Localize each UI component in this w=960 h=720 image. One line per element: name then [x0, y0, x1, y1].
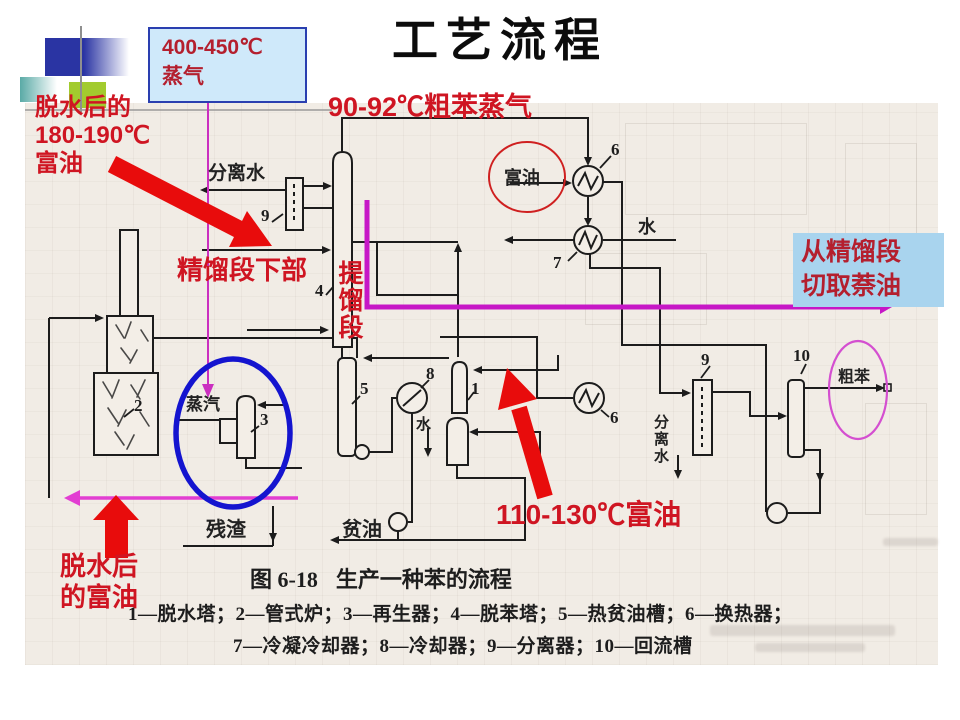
reflux-drum-10: [787, 379, 805, 458]
note-bottomleft-line2: 的富油: [60, 582, 139, 612]
note-topleft-line3: 富油: [35, 150, 83, 177]
equip-number-8: 8: [426, 364, 435, 383]
dehydration-tower-1-upper: [451, 360, 468, 414]
note-topleft-line2: 180-190℃: [35, 122, 151, 149]
red-arrow-110-130-head: [498, 368, 537, 410]
equip-number-6-mid: 6: [610, 408, 619, 427]
ghost-mark: [625, 123, 807, 215]
lean-oil-pump: [388, 512, 408, 532]
decoration-blue-square: [45, 38, 129, 76]
label-residue: 残渣: [206, 519, 246, 541]
label-rich-oil-circled: 富油: [504, 168, 540, 188]
debenzolization-tower-4: [332, 150, 353, 348]
red-arrow-110-130: [511, 405, 553, 500]
ghost-mark: [585, 253, 707, 325]
steam-callout-line1: 400-450℃: [162, 36, 263, 59]
naph-box-line2: 切取萘油: [801, 272, 902, 300]
label-water-mid: 水: [416, 417, 432, 433]
equipment: [93, 150, 807, 532]
equip-number-5: 5: [360, 379, 369, 398]
bleed-through-mark: [710, 625, 895, 636]
note-topleft-line1: 脱水后的: [35, 94, 131, 121]
figure-title: 生产一种苯的流程: [335, 567, 512, 592]
equip-number-1: 1: [471, 379, 480, 398]
note-bottomleft-line1: 脱水后: [60, 551, 139, 581]
steam-pointer-arrowhead: [202, 384, 214, 398]
decoration-vertical-line: [80, 26, 82, 112]
highlight-overlays: [64, 97, 892, 558]
regenerator-side-box: [219, 418, 238, 444]
red-arrow-bottom-stem: [105, 516, 128, 558]
label-separated-water-top: 分离水: [208, 163, 266, 184]
label-steam-small: 蒸汽: [186, 395, 220, 414]
equip-number-3: 3: [260, 410, 269, 429]
figure-caption: 图 6-18 生产一种苯的流程: [250, 562, 530, 594]
label-ticks: [123, 155, 807, 433]
figure-number: 图 6-18: [250, 567, 318, 592]
naph-box-line1: 从精馏段: [801, 238, 902, 266]
note-stripping-section: 提馏段: [335, 260, 363, 341]
red-arrow-rich-oil-feed: [107, 156, 245, 238]
label-water-top: 水: [638, 217, 656, 237]
note-dehydrated-rich-oil-top: 脱水后的 180-190℃ 富油: [35, 94, 150, 178]
equip-number-9-right: 9: [701, 350, 710, 369]
equip-number-10: 10: [793, 346, 810, 365]
label-crude-benzene: 粗苯: [838, 369, 871, 386]
dehydration-tower-1-lower: [446, 416, 469, 466]
slide-title: 工艺流程: [392, 14, 608, 66]
furnace-chimney: [119, 229, 139, 317]
label-lean-oil: 贫油: [342, 519, 382, 541]
equip-number-4: 4: [315, 281, 324, 300]
note-rectifying-section-lower: 精馏段下部: [177, 255, 308, 285]
equip-number-6-top: 6: [611, 140, 620, 159]
piping: [48, 117, 892, 547]
separator-9-right: [692, 379, 713, 456]
note-crude-benzene-vapor: 90-92℃粗苯蒸气: [328, 92, 533, 122]
ghost-mark: [865, 403, 927, 515]
furnace-hatch: [102, 321, 150, 450]
equip-number-2: 2: [134, 396, 143, 415]
label-separated-water-right: 分离水: [652, 414, 668, 465]
note-dehydrated-rich-oil-bottom: 脱水后 的富油: [60, 551, 138, 613]
naphthalene-cut-callout-box: 从精馏段 切取萘油: [793, 233, 944, 307]
steam-callout-line2: 蒸气: [162, 65, 204, 88]
legend-line2: 7—冷凝冷却器；8—冷却器；9—分离器；10—回流槽: [233, 636, 693, 657]
regenerator-3: [236, 394, 256, 459]
rich-oil-return-arrowhead: [64, 490, 80, 506]
steam-callout-box: 400-450℃ 蒸气: [148, 27, 307, 103]
blue-ellipse-regenerator: [173, 356, 293, 510]
red-ellipse-rich-oil: [488, 141, 566, 213]
tube-furnace-2-lower: [93, 372, 159, 456]
red-arrow-bottom-head: [93, 495, 139, 520]
decoration-teal-square: [20, 77, 57, 102]
reflux-pump: [766, 502, 788, 524]
note-rich-oil-110-130: 110-130℃富油: [496, 499, 682, 530]
equip-number-9-top: 9: [261, 206, 270, 225]
red-arrow-rich-oil-feed-head: [229, 211, 272, 247]
decoration-green-square: [69, 82, 106, 108]
bleed-through-mark: [755, 643, 865, 652]
pump-small: [354, 444, 370, 460]
bleed-through-mark: [883, 538, 938, 546]
legend-line1: 1—脱水塔；2—管式炉；3—再生器；4—脱苯塔；5—热贫油槽；6—换热器；: [128, 604, 793, 625]
magenta-ellipse-crude-benzene: [827, 339, 889, 441]
equip-number-7: 7: [553, 253, 562, 272]
naphthalene-stream-highlight: [364, 200, 880, 310]
hot-lean-oil-tank-5: [337, 357, 357, 457]
